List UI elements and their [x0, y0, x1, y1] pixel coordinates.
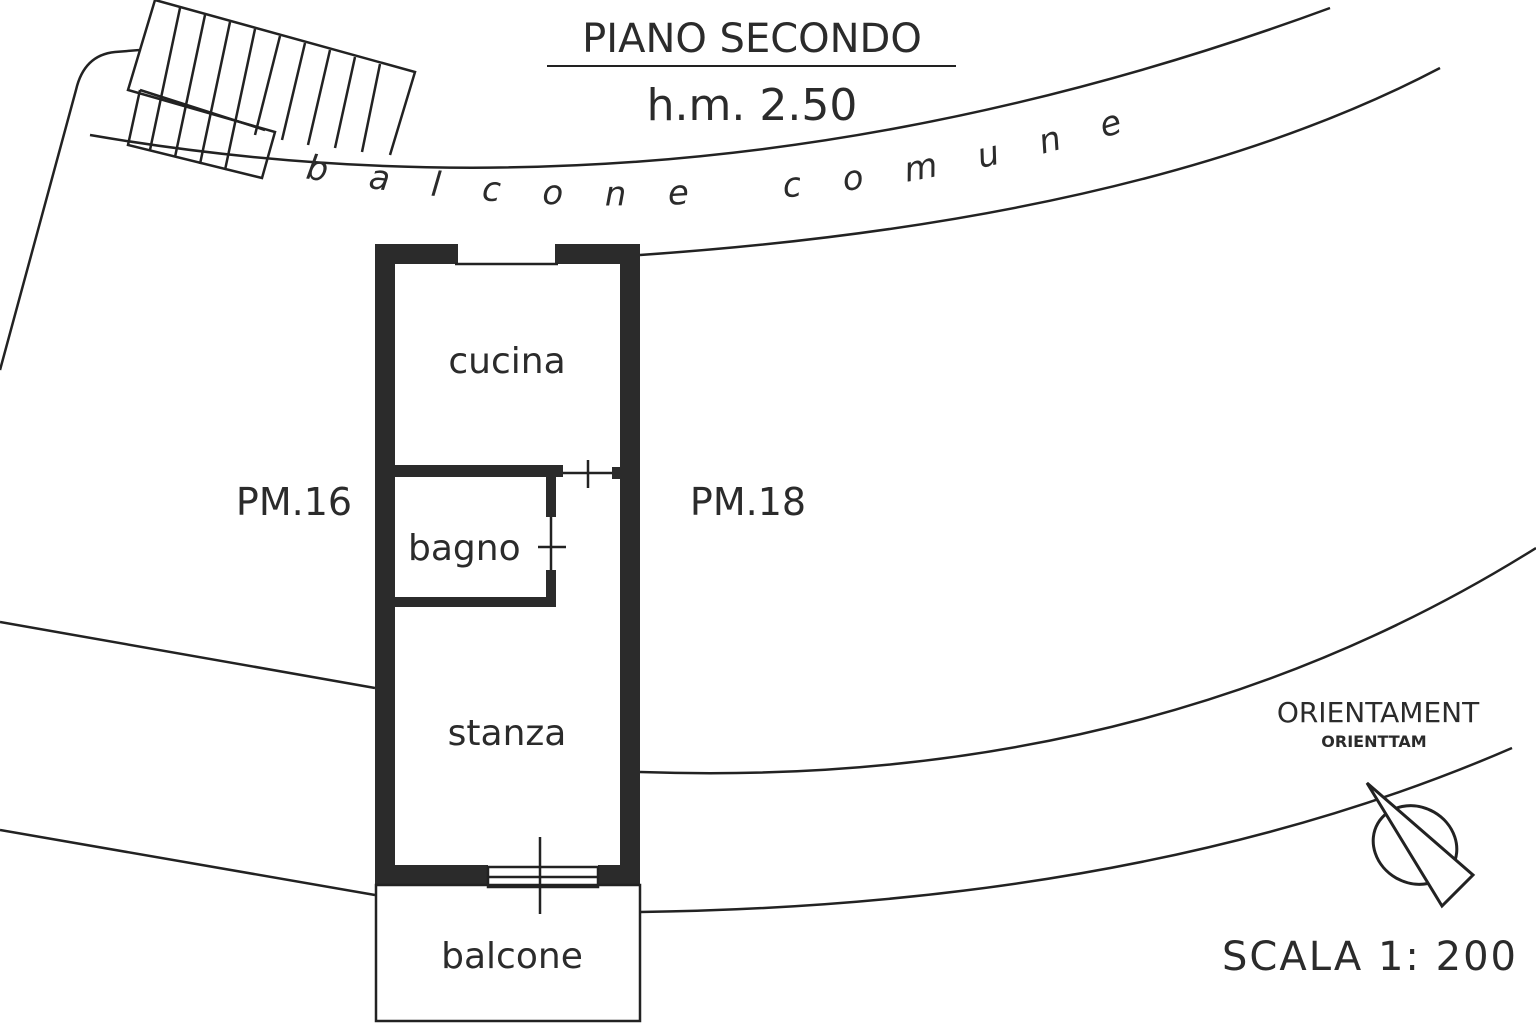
orientation-subtitle: ORIENTTAM — [1321, 732, 1426, 751]
plan-title: PIANO SECONDO — [582, 16, 922, 62]
compass-icon — [1365, 781, 1476, 909]
height-label: h.m. 2.50 — [647, 80, 858, 131]
site-lines — [0, 0, 1536, 914]
room-kitchen: cucina — [448, 341, 565, 382]
neighbor-left: PM.16 — [236, 480, 352, 524]
orientation-title: ORIENTAMENT — [1277, 696, 1480, 729]
openings — [455, 262, 612, 914]
neighbor-right: PM.18 — [690, 480, 806, 524]
staircase — [126, 0, 417, 180]
scale-label: SCALA 1: 200 — [1222, 934, 1518, 980]
apartment-walls — [375, 244, 640, 885]
balcony-outline — [374, 883, 642, 1023]
room-bedroom: stanza — [448, 713, 567, 754]
room-bathroom: bagno — [408, 528, 521, 569]
room-balcony: balcone — [441, 936, 583, 977]
